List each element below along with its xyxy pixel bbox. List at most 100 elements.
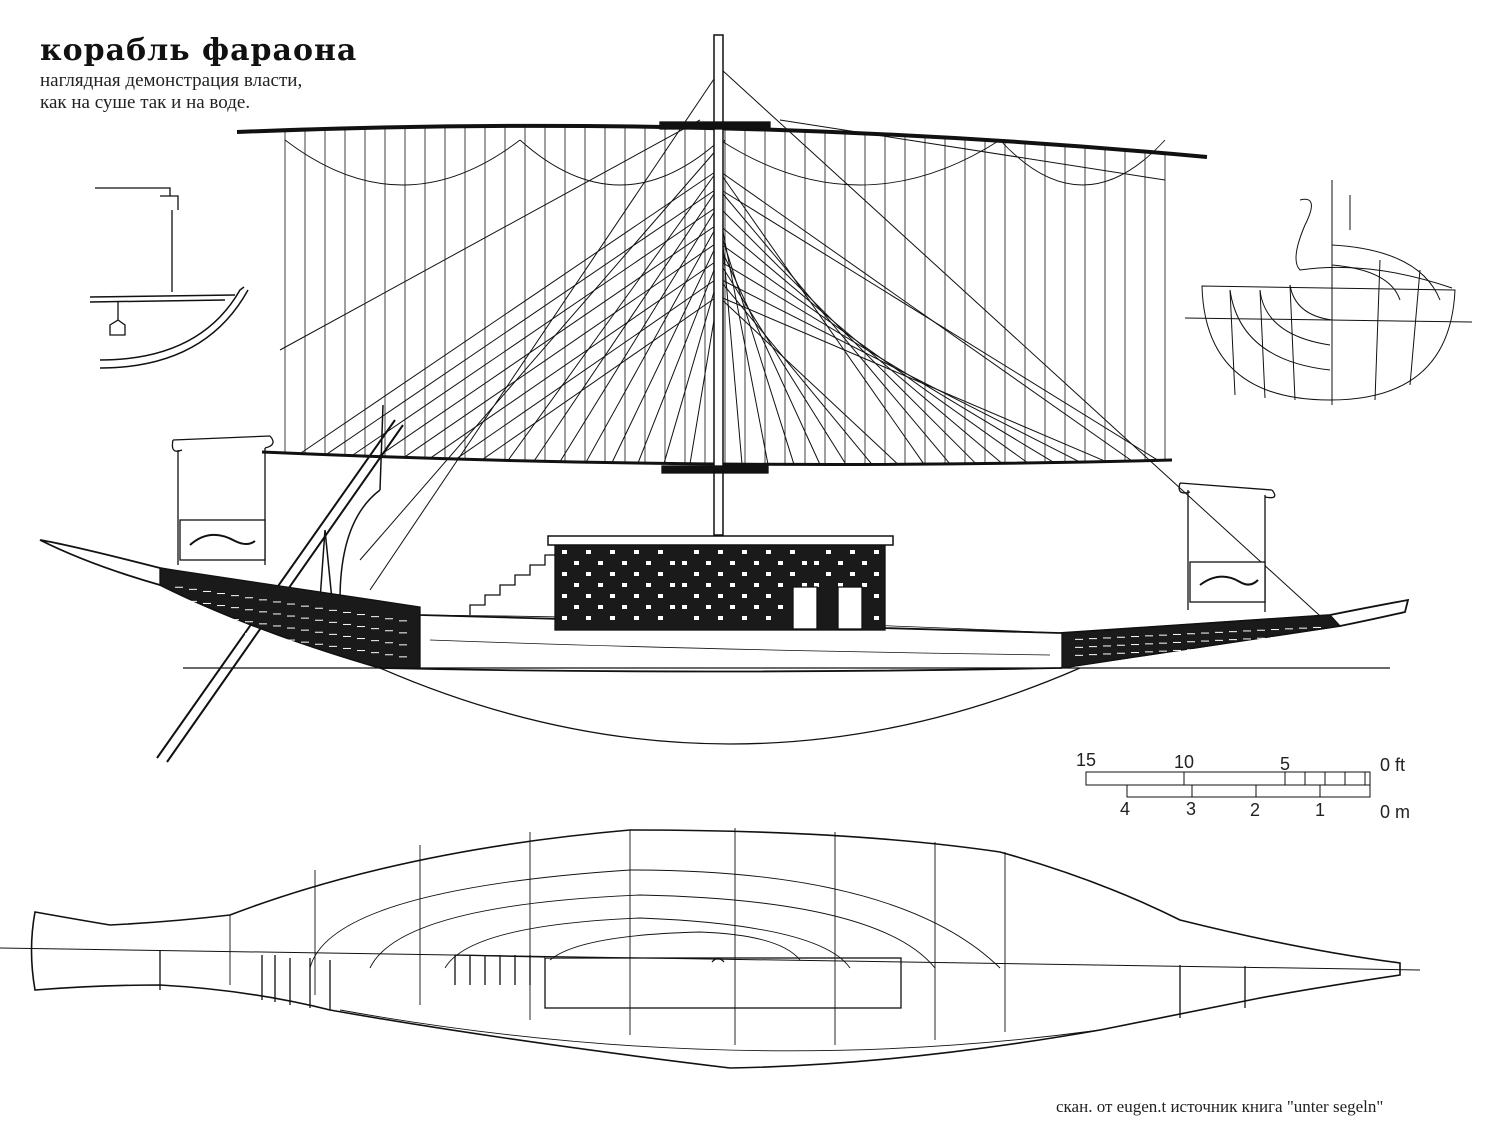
plan-view — [0, 828, 1421, 1069]
cabin-tile — [658, 594, 663, 598]
cabin-tile — [658, 550, 663, 554]
cabin-tile — [634, 616, 639, 620]
cabin-tile — [766, 594, 771, 598]
cabin-tile — [766, 550, 771, 554]
cabin-tile — [730, 583, 735, 587]
sail — [284, 125, 1166, 465]
detail-section-right — [1184, 180, 1473, 405]
cabin-tile — [634, 550, 639, 554]
cabin-tile — [586, 594, 591, 598]
cabin-tile — [694, 550, 699, 554]
rigging-line — [717, 277, 1081, 463]
rigging-line — [481, 295, 719, 461]
scale-m-2: 2 — [1250, 800, 1261, 820]
cabin-tile — [574, 605, 579, 609]
cabin-tile — [826, 550, 831, 554]
cabin-tile — [610, 616, 615, 620]
cabin-tile — [634, 572, 639, 576]
cabin-tile — [862, 561, 867, 565]
cabin-tile — [562, 594, 567, 598]
scale-m-0: 0 m — [1380, 802, 1411, 822]
cabin-tile — [766, 572, 771, 576]
scale-m-1: 1 — [1315, 800, 1326, 820]
hull-panel-bow — [159, 567, 421, 669]
cabin-tile — [778, 605, 783, 609]
cabin-tile — [718, 594, 723, 598]
cabin-tile — [742, 550, 747, 554]
rigging-line — [717, 205, 977, 465]
cabin-tile — [586, 572, 591, 576]
rigging-line — [717, 187, 1159, 461]
rigging-line — [559, 205, 719, 462]
cabin-tile — [610, 594, 615, 598]
cabin-tile — [598, 605, 603, 609]
cabin-tile — [562, 616, 567, 620]
rigging-line — [717, 295, 1107, 463]
rigging-line — [663, 277, 719, 464]
scale-m-4: 4 — [1120, 799, 1131, 819]
rigging-line — [429, 259, 719, 459]
cabin-tile — [634, 594, 639, 598]
subtitle-line-1: наглядная демонстрация власти, — [40, 70, 303, 91]
cabin-tile — [742, 616, 747, 620]
cabin-tile — [682, 561, 687, 565]
cabin-tile — [754, 605, 759, 609]
cabin-tile — [658, 616, 663, 620]
scale-ft-15: 15 — [1076, 750, 1097, 770]
page-title: корабль фараона — [40, 33, 358, 68]
rigging-line — [717, 223, 795, 465]
cabin-tile — [802, 583, 807, 587]
sail-festoon — [519, 139, 721, 186]
rigging — [279, 69, 1331, 626]
rigging-line — [455, 277, 719, 460]
cabin-tile — [874, 572, 879, 576]
subtitle: наглядная демонстрация власти, как на су… — [40, 70, 302, 114]
cabin-tile — [610, 572, 615, 576]
cabin-tile — [562, 550, 567, 554]
cabin-tile — [838, 583, 843, 587]
scale-ft-0: 0 ft — [1380, 755, 1406, 775]
cabin-tile — [670, 583, 675, 587]
rigging-line — [717, 169, 925, 465]
rigging-line — [717, 241, 821, 465]
oar-post — [319, 404, 384, 601]
sail-festoon — [999, 139, 1166, 186]
rigging-line — [717, 259, 847, 465]
cabin-tile — [742, 594, 747, 598]
rigging-line — [717, 295, 899, 465]
cabin-tile — [862, 583, 867, 587]
mast-band-top — [659, 121, 771, 130]
cabin-tile — [646, 605, 651, 609]
cabin-tile — [562, 572, 567, 576]
kiosk-stern — [1178, 482, 1276, 612]
mast-band-bottom — [661, 465, 769, 474]
sail-festoon — [284, 139, 521, 186]
rigging-line — [611, 241, 719, 463]
rigging-line — [325, 187, 719, 456]
rigging-line — [717, 241, 1029, 464]
cabin-tile — [694, 594, 699, 598]
cabin-door-1 — [792, 586, 818, 630]
rigging-line — [507, 169, 719, 461]
scale-ft-10: 10 — [1174, 752, 1195, 772]
cabin-tile — [646, 583, 651, 587]
cabin-tile — [754, 561, 759, 565]
cabin-door-2 — [837, 586, 863, 630]
rigging-line — [403, 241, 719, 458]
rigging-line — [299, 169, 719, 455]
cabin-tile — [790, 572, 795, 576]
rigging-line — [585, 223, 719, 463]
cabin-tile — [718, 616, 723, 620]
cabin-tile — [682, 605, 687, 609]
stay-lines — [279, 69, 1331, 626]
scale-m-3: 3 — [1186, 799, 1197, 819]
cabin-tile — [706, 605, 711, 609]
mast — [713, 34, 724, 536]
cabin-tile — [838, 561, 843, 565]
cabin-tile — [574, 561, 579, 565]
cabin-tile — [802, 561, 807, 565]
cabin-tile — [730, 605, 735, 609]
cabin-tile — [874, 550, 879, 554]
cabin-tile — [646, 561, 651, 565]
